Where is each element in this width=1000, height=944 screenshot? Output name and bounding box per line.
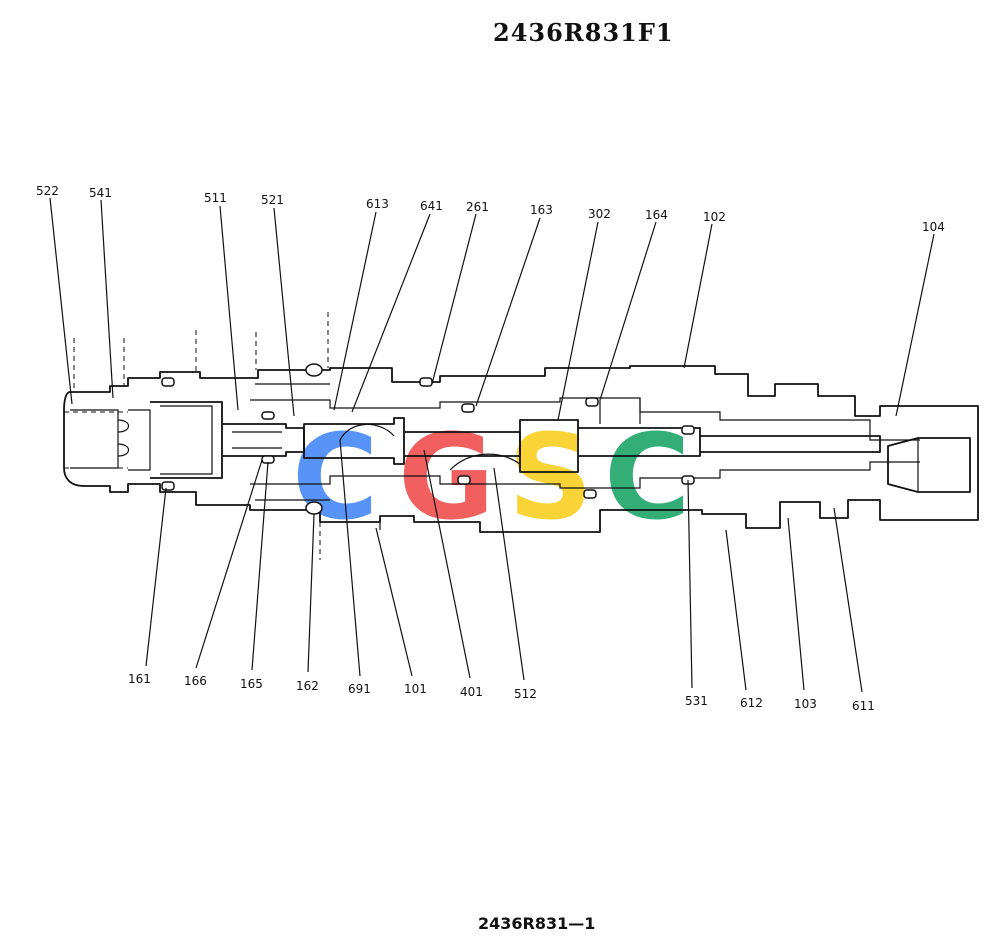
valve-body — [63, 312, 979, 560]
seal-rings — [161, 363, 695, 515]
part-label-103: 103 — [794, 697, 817, 711]
part-label-522: 522 — [36, 184, 59, 198]
part-label-161: 161 — [128, 672, 151, 686]
part-label-612: 612 — [740, 696, 763, 710]
leader-lines — [49, 197, 935, 693]
part-label-261: 261 — [466, 200, 489, 214]
part-label-512: 512 — [514, 687, 537, 701]
part-label-165: 165 — [240, 677, 263, 691]
footer-code: 2436R831—1 — [478, 914, 596, 933]
part-label-691: 691 — [348, 682, 371, 696]
part-label-166: 166 — [184, 674, 207, 688]
part-label-511: 511 — [204, 191, 227, 205]
part-label-531: 531 — [685, 694, 708, 708]
part-label-302: 302 — [588, 207, 611, 221]
watermark-letter-c1: C — [292, 408, 379, 546]
part-label-163: 163 — [530, 203, 553, 217]
part-label-611: 611 — [852, 699, 875, 713]
part-label-102: 102 — [703, 210, 726, 224]
part-label-401: 401 — [460, 685, 483, 699]
part-label-101: 101 — [404, 682, 427, 696]
part-label-164: 164 — [645, 208, 668, 222]
part-label-613: 613 — [366, 197, 389, 211]
part-label-104: 104 — [922, 220, 945, 234]
part-label-162: 162 — [296, 679, 319, 693]
part-label-641: 641 — [420, 199, 443, 213]
watermark-letter-g: G — [398, 408, 495, 546]
part-label-541: 541 — [89, 186, 112, 200]
part-label-521: 521 — [261, 193, 284, 207]
watermark-letter-c2: C — [604, 408, 691, 546]
part-labels: 522 541 511 521 613 641 261 163 302 164 … — [36, 184, 945, 713]
drawing-number: 2436R831F1 — [493, 18, 674, 47]
